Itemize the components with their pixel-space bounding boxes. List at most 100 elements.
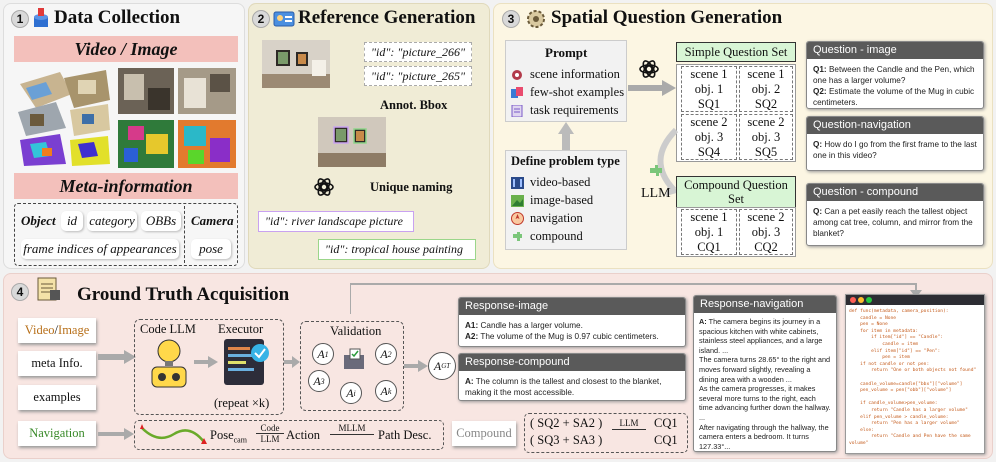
simple-question-set-title: Simple Question Set [676,42,796,62]
code-line: elif item["id"] == "Pen": [849,348,941,354]
q-text: Between the Candle and the Pen, which on… [813,65,975,85]
question-compound-card: Question - compound Q: Can a pet easily … [806,183,984,246]
code-window-titlebar [846,295,984,305]
a-text: As the camera progresses, it makes sever… [699,384,831,422]
id-picture-265: "id": "picture_265" [364,66,472,86]
type-video-based: video-based [530,175,591,189]
section-number-2: 2 [252,10,270,28]
cell-scene: scene 1 [747,67,785,81]
robot-lightbulb-icon [146,337,192,389]
video-label: Video [24,323,55,337]
tag-frame-indices: frame indices of appearances [21,239,179,259]
code-line [849,375,983,382]
llm-bottom-label: LLM [260,434,280,444]
scene-photo-thumbnails [118,68,238,170]
q-text: Estimate the volume of the Mug in cubic … [813,87,975,107]
code-window: def func(metadata, camera_position): can… [845,294,985,454]
id-card-icon [273,11,295,27]
a-letter: A [380,383,388,398]
prompt-item-task-requirements: task requirements [530,103,619,117]
a-label: A: [465,377,474,386]
trajectory-icon [140,424,207,444]
section-number-4: 4 [11,283,29,301]
card-body: Q: How do I go from the first frame to t… [807,134,983,166]
prompt-item-scene-information: scene information [530,67,620,81]
meta-information-heading: Meta-information [14,173,238,199]
camera-label: Camera [191,213,234,228]
simple-grid-frame-2 [739,66,793,112]
validation-label: Validation [330,324,382,338]
llm-label: LLM [641,186,671,201]
arrow-line [330,434,374,435]
action-label: Action [286,428,321,442]
simple-grid-frame [681,66,737,112]
id-picture-266: "id": "picture_266" [364,42,472,62]
q-label: Q1: [813,65,827,74]
a-text: After navigating through the hallway, th… [699,422,829,451]
q-text: How do I go from the first frame to the … [813,140,977,160]
compound-path-box [524,413,688,453]
response-navigation-card: Response-navigation A: The camera begins… [693,295,837,452]
unique-naming-label: Unique naming [370,180,453,194]
gear-question-icon [524,7,548,31]
code-line: if not candle or not pen: [849,361,930,367]
sq-pair-1: ( SQ2 + SA2 ) [530,416,603,430]
card-header: Response-navigation [694,296,836,313]
input-navigation: Navigation [18,421,96,446]
cell-q: SQ4 [697,145,721,159]
code-line: volume" [849,440,869,446]
section-number-1: 1 [11,10,29,28]
path-desc-label: Path Desc. [378,428,432,442]
object-label: Object [21,213,56,228]
tag-obbs: OBBs [141,211,181,231]
puzzle-icon [648,163,664,179]
code-line: return "Pen has a larger volume" [849,421,960,427]
card-body: A: The column is the tallest and closest… [459,371,685,400]
question-image-card: Question - image Q1: Between the Candle … [806,41,984,109]
code-lines: def func(metadata, camera_position): can… [849,309,983,447]
a-text: The camera begins its journey in a spaci… [699,317,823,355]
arrow-line [256,433,284,434]
code-top-label: Code [260,423,280,433]
code-line: elif pen_volume > candle_volume: [849,414,949,420]
cell-scene: scene 2 [690,115,728,129]
pose-cam-label: Posecam [210,428,247,445]
codellm-to-executor-arrow [194,356,218,368]
card-body: A1: Candle has a larger volume.A2: The v… [459,315,685,346]
q-label: Q2: [813,87,827,96]
compound-llm-arrow: LLM [612,419,646,430]
code-line: candle = None [849,315,897,321]
green-dot-icon [866,297,872,303]
response-compound-card: Response-compound A: The column is the t… [458,353,686,401]
llm-top-label: LLM [619,418,639,428]
response-image-card: Response-image A1: Candle has a larger v… [458,297,686,347]
cq1-top: CQ1 [654,416,678,430]
a-label: A2: [465,332,479,341]
type-navigation: navigation [530,211,583,225]
ballot-box-icon [342,347,366,371]
task-requirements-icon [511,104,523,118]
a-sub: k [387,386,392,396]
database-icon [33,7,49,29]
video-image-heading: Video / Image [14,36,238,62]
a-letter: A [380,346,388,361]
a-label: A: [699,317,707,326]
mllm-top-label: MLLM [338,423,366,433]
openai-icon [313,176,335,198]
cell-scene: scene 2 [747,210,785,224]
q-label: Q: [813,140,823,149]
cam-sub: cam [233,435,247,445]
card-header: Response-compound [459,354,685,371]
slash-label: / [54,323,59,337]
cell-q: SQ2 [754,97,778,111]
a-sub: 1 [324,349,329,359]
openai-icon-2 [638,58,660,80]
navigation-path-box [134,420,444,450]
section-number-3: 3 [502,10,520,28]
q-text: Can a pet easily reach the tallest objec… [813,207,973,238]
